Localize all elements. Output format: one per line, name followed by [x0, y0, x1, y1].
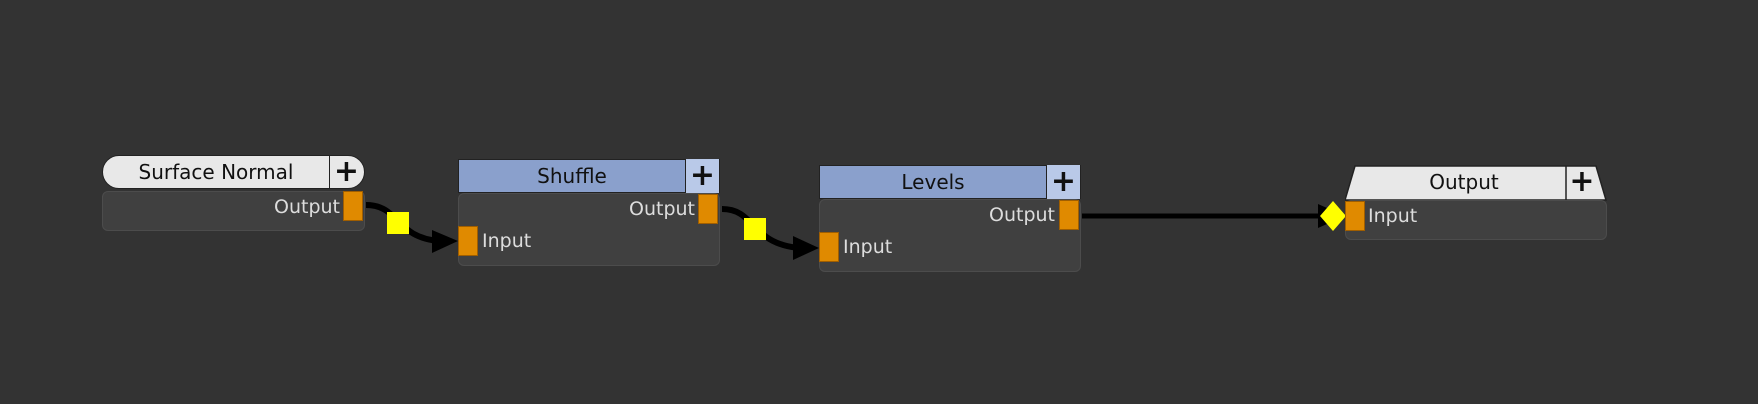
wire-marker-diamond[interactable] [1320, 201, 1346, 231]
node-body [102, 191, 365, 231]
input-port[interactable] [458, 226, 478, 256]
add-port-button[interactable]: + [329, 155, 363, 189]
node-title: Shuffle [537, 164, 607, 188]
arrowhead-icon [432, 230, 458, 253]
output-port[interactable] [1059, 200, 1079, 230]
output-port-label: Output [274, 196, 340, 218]
input-port-label: Input [1368, 205, 1418, 227]
node-body [819, 199, 1081, 272]
node-title: Output [1429, 170, 1499, 194]
node-header[interactable] [1345, 165, 1607, 201]
output-port[interactable] [343, 191, 363, 221]
input-port-label: Input [843, 236, 893, 258]
wire-marker-square[interactable] [744, 218, 766, 240]
input-port[interactable] [819, 232, 839, 262]
input-port-label: Input [482, 230, 532, 252]
wire-marker-square[interactable] [387, 212, 409, 234]
arrowhead-icon [793, 236, 819, 260]
node-levels[interactable]: Levels + Output Input [819, 165, 1081, 272]
node-body [458, 193, 720, 266]
node-header[interactable] [458, 159, 720, 193]
output-port-label: Output [629, 198, 695, 220]
node-header[interactable] [102, 155, 365, 189]
node-title: Surface Normal [138, 160, 294, 184]
node-output[interactable]: Output + Input [1345, 165, 1607, 240]
output-port-label: Output [989, 204, 1055, 226]
node-header[interactable] [819, 165, 1081, 199]
add-port-button[interactable]: + [1046, 165, 1080, 199]
node-title: Levels [901, 170, 965, 194]
input-port[interactable] [1345, 201, 1365, 231]
node-shuffle[interactable]: Shuffle + Output Input [458, 159, 720, 266]
add-port-button[interactable]: + [1569, 164, 1595, 199]
output-port[interactable] [698, 194, 718, 224]
node-surface-normal[interactable]: Surface Normal + Output [102, 155, 365, 231]
add-port-button[interactable]: + [685, 159, 719, 193]
